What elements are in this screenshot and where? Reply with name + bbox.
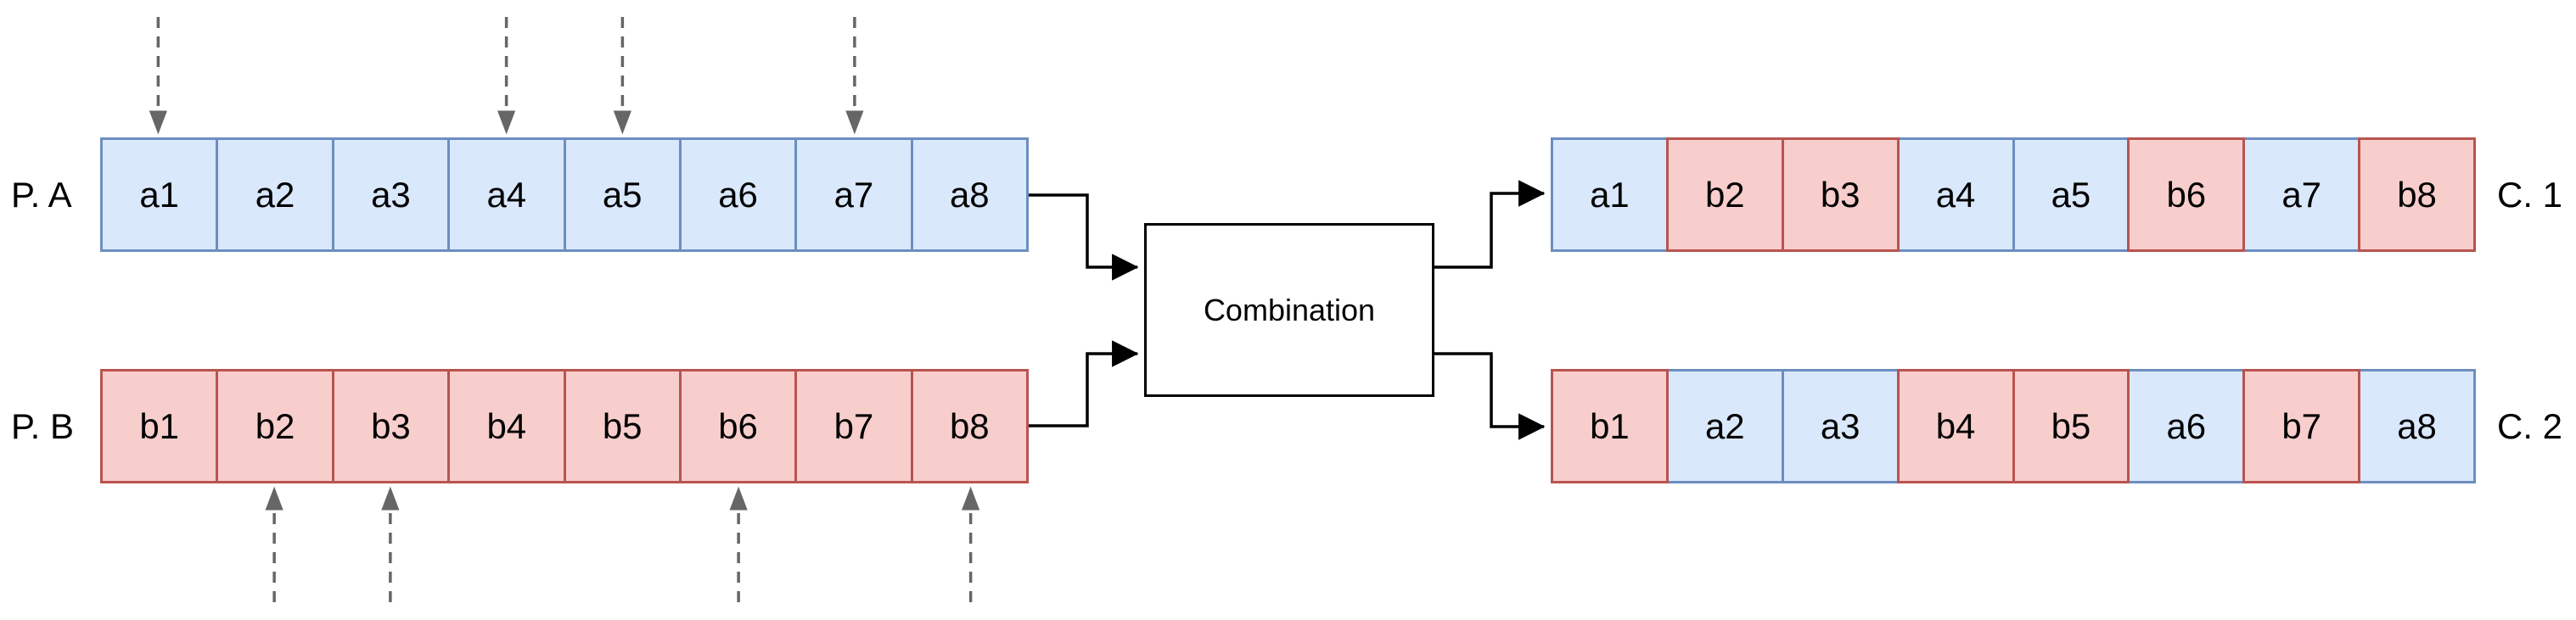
gene-cell-b3: b3 — [331, 369, 451, 483]
child-1-label: C. 1 — [2497, 174, 2563, 215]
combination-box: Combination — [1144, 223, 1434, 397]
gene-cell-a5: a5 — [563, 137, 682, 252]
gene-cell-a6: a6 — [2127, 369, 2246, 483]
gene-cell-b7: b7 — [2242, 369, 2361, 483]
gene-cell-a5: a5 — [2012, 137, 2130, 252]
parent-a-label: P. A — [11, 174, 72, 215]
gene-cell-b4: b4 — [1896, 369, 2015, 483]
gene-cell-a1: a1 — [1551, 137, 1669, 252]
child-2-label: C. 2 — [2497, 405, 2563, 446]
gene-cell-a3: a3 — [1781, 369, 1900, 483]
gene-cell-b7: b7 — [794, 369, 913, 483]
gene-cell-a8: a8 — [910, 137, 1029, 252]
gene-cell-b2: b2 — [216, 369, 334, 483]
gene-cell-a6: a6 — [678, 137, 798, 252]
gene-cell-b1: b1 — [1551, 369, 1669, 483]
gene-cell-b4: b4 — [447, 369, 566, 483]
gene-cell-b5: b5 — [2012, 369, 2130, 483]
gene-cell-a3: a3 — [331, 137, 451, 252]
connector-combination-to-child-2 — [1434, 352, 1546, 440]
connector-parent-b-to-combination — [1029, 340, 1139, 427]
gene-cell-a1: a1 — [100, 137, 219, 252]
gene-cell-a4: a4 — [1896, 137, 2015, 252]
gene-cell-a7: a7 — [2242, 137, 2361, 252]
gene-cell-b3: b3 — [1781, 137, 1900, 252]
gene-cell-b8: b8 — [2358, 137, 2476, 252]
connector-combination-to-child-1 — [1434, 180, 1546, 269]
connector-parent-a-to-combination — [1029, 193, 1139, 281]
parent-b-label: P. B — [11, 405, 74, 446]
gene-cell-a7: a7 — [794, 137, 913, 252]
gene-cell-a2: a2 — [216, 137, 334, 252]
gene-cell-a2: a2 — [1665, 369, 1784, 483]
gene-cell-b8: b8 — [910, 369, 1029, 483]
gene-cell-b6: b6 — [678, 369, 798, 483]
gene-cell-a8: a8 — [2358, 369, 2476, 483]
gene-cell-b1: b1 — [100, 369, 219, 483]
gene-cell-b5: b5 — [563, 369, 682, 483]
gene-cell-b2: b2 — [1665, 137, 1784, 252]
gene-cell-b6: b6 — [2127, 137, 2246, 252]
gene-cell-a4: a4 — [447, 137, 566, 252]
